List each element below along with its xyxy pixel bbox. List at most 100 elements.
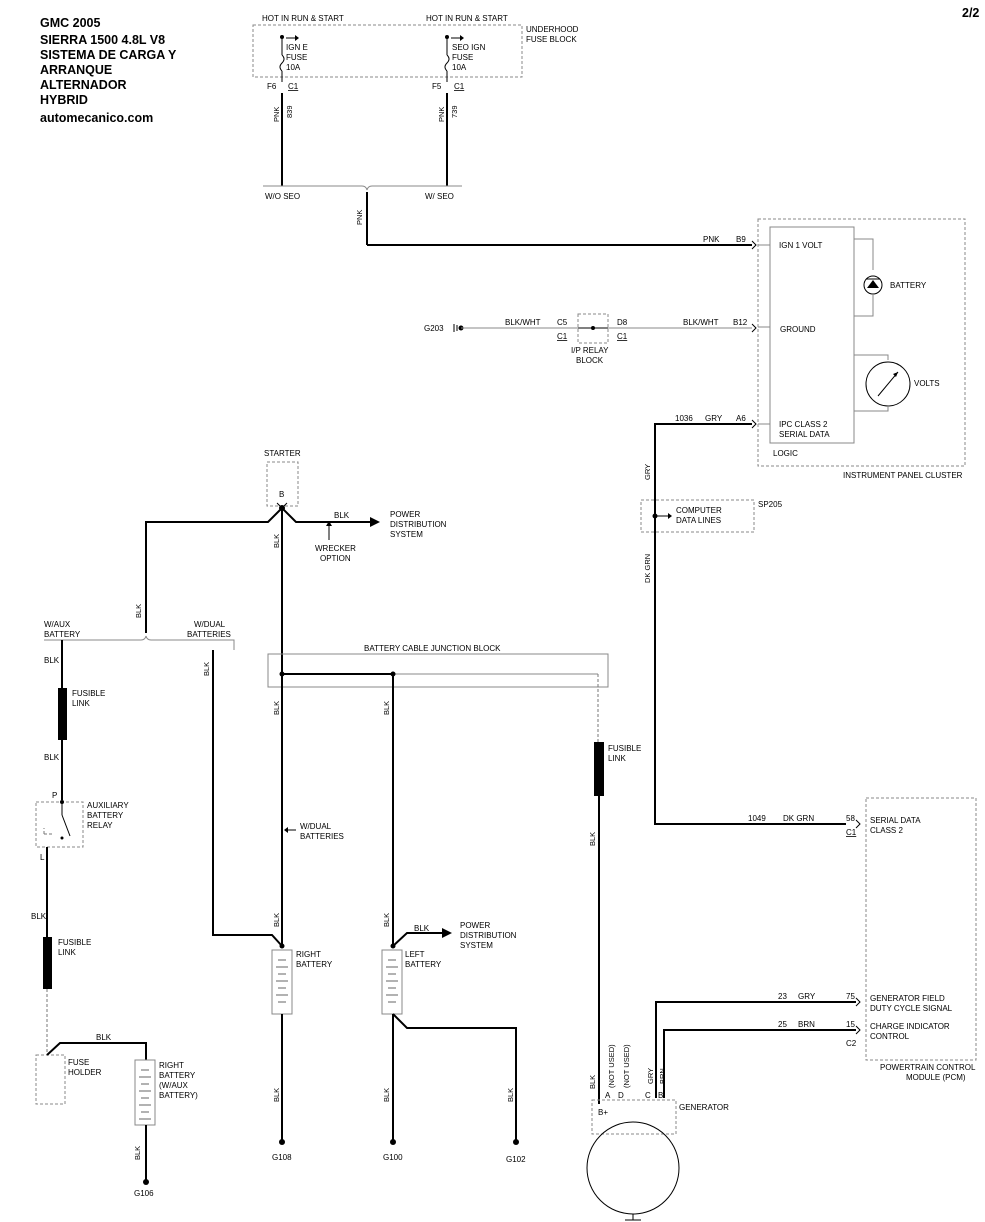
w-seo-label: W/ SEO — [425, 192, 454, 201]
page-number: 2/2 — [962, 6, 979, 20]
fusible-link-1-label: FUSIBLE — [72, 689, 105, 698]
generator-pin-a: A — [605, 1091, 611, 1100]
wire2-color: PNK — [437, 107, 446, 122]
w-dual-batteries-label: W/DUAL — [300, 822, 332, 831]
g108-wire-color: BLK — [272, 1088, 281, 1102]
ip-relay-label-2: BLOCK — [576, 356, 604, 365]
header-system: SISTEMA DE CARGA Y — [40, 48, 177, 62]
starter-title: STARTER — [264, 449, 301, 458]
fuse-holder — [35, 1054, 66, 1105]
left-power-dist-label-3: SYSTEM — [460, 941, 493, 950]
wrecker-option-label: WRECKER — [315, 544, 356, 553]
pnk-wires: PNK 839 PNK 739 W/O SEO W/ SEO PNK PNK B… — [263, 93, 757, 250]
ipc-title: INSTRUMENT PANEL CLUSTER — [843, 471, 963, 480]
aux-battery-label-4: BATTERY) — [159, 1091, 198, 1100]
pcm-charge-label-2: CONTROL — [870, 1032, 910, 1041]
generator: FUSIBLE LINK BLK BLK (NOT USED) (NOT USE… — [586, 742, 729, 1221]
g102-ground-icon — [513, 1139, 519, 1145]
ip-relay-label: I/P RELAY — [571, 346, 609, 355]
circuit-25-color: BRN — [798, 1020, 815, 1029]
relay-pin-d8: D8 — [617, 318, 628, 327]
fuse-holder-label: FUSE — [68, 1058, 89, 1067]
right-battery-feed-color: BLK — [272, 701, 281, 715]
header-site: automecanico.com — [40, 111, 153, 125]
volts-gauge-label: VOLTS — [914, 379, 940, 388]
power-dist-label-2: DISTRIBUTION — [390, 520, 447, 529]
relay-pin-p: P — [52, 791, 57, 800]
circuit-25: 25 — [778, 1020, 787, 1029]
instrument-panel-cluster: IGN 1 VOLT BATTERY GROUND VOLTS IPC CLAS… — [757, 218, 966, 480]
fuse1-pin: F6 — [267, 82, 277, 91]
fuse1-label: IGN E — [286, 43, 308, 52]
aux-battery-label: RIGHT — [159, 1061, 184, 1070]
pcm-serial-label: SERIAL DATA — [870, 816, 921, 825]
fusible-link-2 — [43, 937, 52, 989]
fuse1-rating: 10A — [286, 63, 301, 72]
left-battery-label-2: BATTERY — [405, 960, 442, 969]
ipc-pin-b12: B12 — [733, 318, 748, 327]
underhood-fuse-block: HOT IN RUN & START HOT IN RUN & START UN… — [252, 14, 579, 91]
computer-data-lines-label: COMPUTER — [676, 506, 722, 515]
g106-aux-ground-icon — [143, 1179, 149, 1185]
circuit-1036: 1036 — [675, 414, 693, 423]
aux-wire-color-3: BLK — [31, 912, 47, 921]
fusible-link-1 — [58, 688, 67, 740]
fuse-block-title: UNDERHOOD — [526, 25, 579, 34]
w-dual-label-2: BATTERIES — [187, 630, 231, 639]
junction-block-outline — [267, 653, 609, 688]
pcm-pin-58: 58 — [846, 814, 855, 823]
junction-block-title: BATTERY CABLE JUNCTION BLOCK — [364, 644, 501, 653]
starter-pin-b: B — [279, 490, 284, 499]
g203-wire-color: BLK/WHT — [505, 318, 541, 327]
ipc-b9-connector — [751, 240, 757, 250]
circuit-1049: 1049 — [748, 814, 766, 823]
aux-option-bracket — [44, 635, 235, 650]
ipc-pin-b9: B9 — [736, 235, 746, 244]
aux-battery-section: W/AUX BATTERY W/DUAL BATTERIES BLK FUSIB… — [31, 620, 283, 1198]
generator-connector — [591, 1099, 677, 1135]
pcm-outline — [865, 797, 977, 1061]
ipc-ground-wire-color: BLK/WHT — [683, 318, 719, 327]
fuse1-label-2: FUSE — [286, 53, 307, 62]
circuit-23-color: GRY — [798, 992, 816, 1001]
aux-feed-color: BLK — [134, 604, 143, 618]
g102-wire-color: BLK — [506, 1088, 515, 1102]
circuit-1049-color: DK GRN — [783, 814, 814, 823]
aux-wire-color-4: BLK — [96, 1033, 112, 1042]
fuse-holder-label-2: HOLDER — [68, 1068, 102, 1077]
left-battery-lower-color: BLK — [382, 913, 391, 927]
ipc-serial-label: IPC CLASS 2 — [779, 420, 828, 429]
aux-wire-color-1: BLK — [44, 656, 60, 665]
generator-control-wires: 23 GRY 75 25 BRN 15 — [655, 992, 861, 1098]
pin-a-color: BLK — [588, 1075, 597, 1089]
right-battery-lower-color: BLK — [272, 913, 281, 927]
fuse2-hot-label: HOT IN RUN & START — [426, 14, 508, 23]
right-battery: RIGHT BATTERY BLK G108 — [271, 949, 333, 1162]
battery-cable-junction-block: BATTERY CABLE JUNCTION BLOCK BLK W/DUAL … — [267, 644, 609, 950]
header-model: GMC 2005 — [40, 16, 100, 30]
g100-label: G100 — [383, 1153, 403, 1162]
pcm-conn-c1: C1 — [846, 828, 857, 837]
fuse1-hot-label: HOT IN RUN & START — [262, 14, 344, 23]
battery-indicator-label: BATTERY — [890, 281, 927, 290]
g203-label: G203 — [424, 324, 444, 333]
left-power-dist-label-2: DISTRIBUTION — [460, 931, 517, 940]
wo-seo-label: W/O SEO — [265, 192, 300, 201]
starter-feed-color: BLK — [334, 511, 350, 520]
generator-fusible-link-label: FUSIBLE — [608, 744, 641, 753]
ipc-logic-label: LOGIC — [773, 449, 798, 458]
relay-conn-c1b: C1 — [617, 332, 628, 341]
gry-vertical-label: GRY — [643, 464, 652, 480]
pin-d-not-used: (NOT USED) — [607, 1044, 616, 1088]
aux-relay-label-2: BATTERY — [87, 811, 124, 820]
serial-data-circuit: 1036 GRY A6 GRY COMPUTER DATA LINES SP20… — [640, 414, 861, 837]
generator-fusible-link-label-2: LINK — [608, 754, 626, 763]
wire2-circuit: 739 — [450, 105, 459, 118]
pcm-pin-75: 75 — [846, 992, 855, 1001]
g100-wire-color: BLK — [382, 1088, 391, 1102]
relay-pin-l: L — [40, 853, 45, 862]
generator-fusible-link — [594, 742, 604, 796]
header-system-2: ARRANQUE — [40, 63, 112, 77]
circuit-23: 23 — [778, 992, 787, 1001]
w-dual-batteries-label-2: BATTERIES — [300, 832, 344, 841]
